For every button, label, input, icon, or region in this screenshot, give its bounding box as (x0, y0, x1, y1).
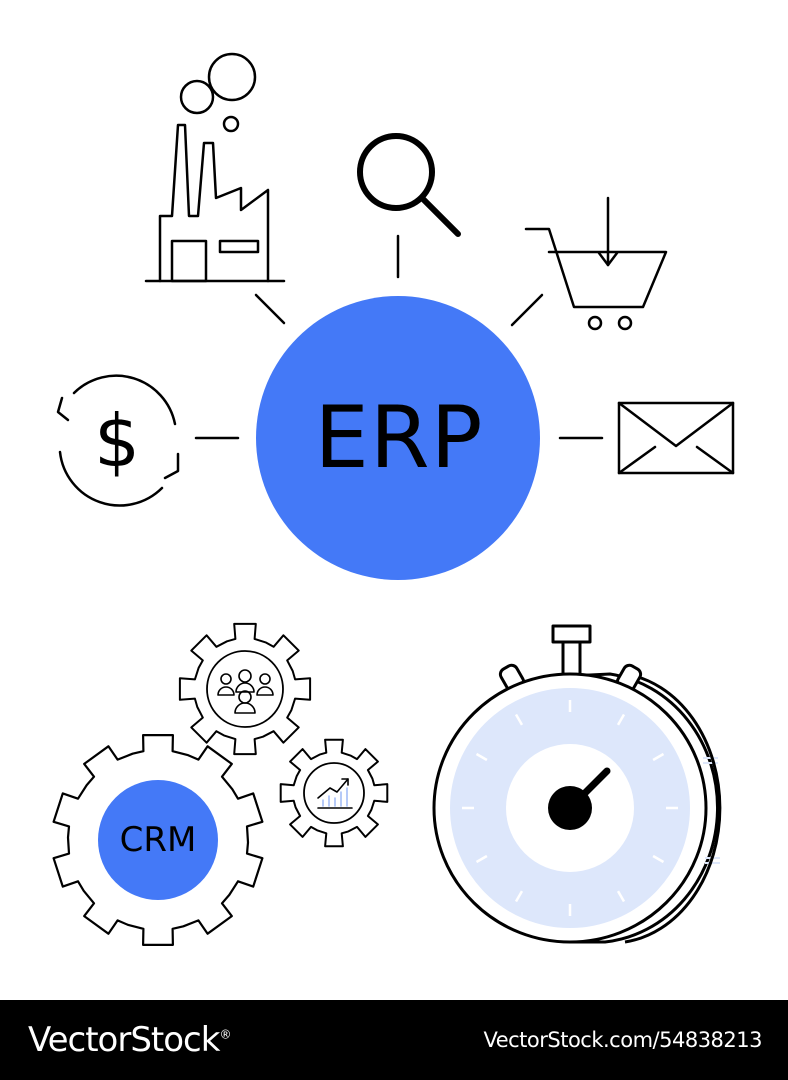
watermark-brand-text: VectorStock (28, 1020, 220, 1060)
gears-icon (52, 622, 389, 946)
erp-circle (256, 296, 540, 580)
stopwatch-tick (616, 713, 626, 726)
erp-illustration: $ (52, 52, 735, 946)
connector-lines (194, 234, 604, 440)
team-icon (217, 669, 274, 714)
factory-icon (144, 52, 286, 283)
dollar-sign-icon: $ (94, 399, 140, 483)
stopwatch-tick (616, 890, 626, 903)
registered-mark: ® (219, 1027, 231, 1042)
crm-gear-icon (52, 734, 264, 946)
stopwatch-tick (475, 752, 488, 762)
stopwatch-tick (514, 713, 524, 726)
stopwatch-tick (475, 854, 488, 864)
stopwatch-tick (514, 890, 524, 903)
shopping-cart-icon (524, 196, 668, 331)
stopwatch-icon (432, 624, 722, 944)
crm-label: CRM (119, 820, 197, 860)
growth-chart-icon (317, 778, 353, 809)
watermark-brand: VectorStock® (28, 1020, 231, 1060)
growth-gear-icon (279, 738, 389, 848)
envelope-icon (617, 401, 735, 475)
erp-label: ERP (314, 388, 484, 488)
watermark-bar: VectorStock® VectorStock.com/54838213 (0, 1000, 788, 1080)
watermark-id: VectorStock.com/54838213 (483, 1028, 762, 1052)
people-gear-icon (178, 622, 312, 756)
stopwatch-tick (652, 752, 665, 762)
search-icon (357, 133, 461, 237)
dollar-cycle-icon (56, 374, 180, 507)
stopwatch-tick (652, 854, 665, 864)
crm-circle (98, 780, 218, 900)
